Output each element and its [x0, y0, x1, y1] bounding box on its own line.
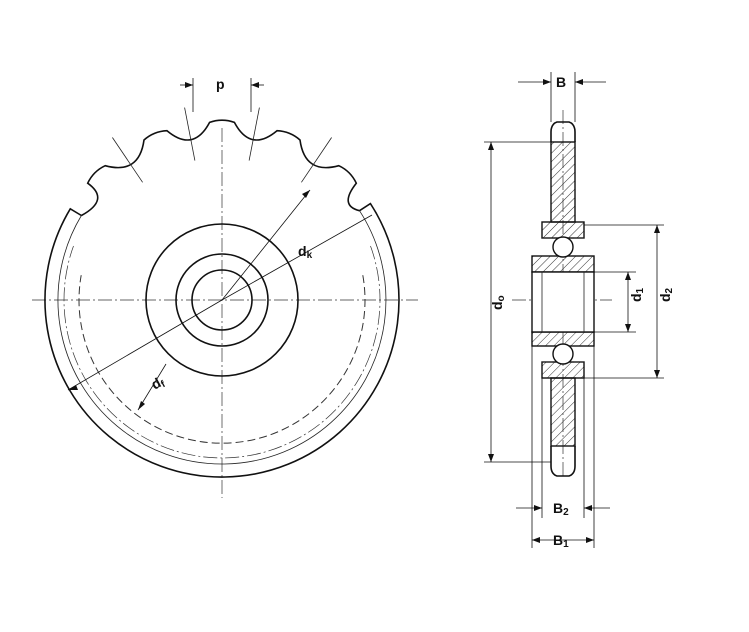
bore-outer-circle	[175, 253, 269, 347]
root-circle-dashed	[78, 275, 366, 444]
hub-outer-circle	[145, 223, 299, 377]
tooth-axis-line	[301, 137, 332, 183]
d0-label: do	[489, 295, 507, 310]
p-label: p	[216, 76, 225, 92]
B2-label: B2	[553, 500, 569, 518]
upper-tooth-tip	[550, 121, 576, 142]
bore-inner-circle	[191, 269, 253, 331]
dk-dimension: dk	[221, 189, 373, 301]
bearing-ball-lower	[552, 343, 574, 365]
df-dimension: df	[67, 299, 223, 411]
root-diameter-arc	[57, 210, 387, 465]
bearing-bore	[531, 271, 595, 333]
sprocket-outer-rim	[44, 202, 400, 478]
df-label: df	[148, 373, 168, 395]
pitch-circle	[63, 245, 381, 459]
tooth-axis-line	[112, 137, 143, 183]
bearing-ball-upper	[552, 236, 574, 258]
B-dimension: B	[518, 72, 606, 122]
upper-plate-section	[550, 141, 576, 223]
B2-dimension: B2	[516, 378, 610, 518]
d1-label: d1	[628, 287, 646, 302]
sprocket-section-view: B do d1 d2	[484, 72, 675, 550]
tooth-axis-line	[184, 107, 196, 161]
d1-dimension: d1	[594, 271, 646, 333]
B-label: B	[556, 74, 566, 90]
pitch-dimension: p	[180, 76, 264, 112]
sprocket-front-view: p dk df	[32, 76, 418, 498]
d0-dimension: do	[484, 141, 551, 463]
bearing-inner-ring-upper	[531, 255, 595, 273]
tooth-axis-lines	[112, 107, 332, 183]
bearing-outer-ring-upper	[541, 221, 585, 239]
dk-label: dk	[298, 243, 313, 261]
tooth-axis-line	[248, 107, 260, 161]
B1-label: B1	[553, 532, 569, 550]
d2-label: d2	[657, 287, 675, 302]
lower-tooth-tip	[550, 446, 576, 477]
B1-dimension: B1	[531, 346, 595, 550]
d2-dimension: d2	[584, 224, 675, 379]
sprocket-teeth	[81, 119, 360, 217]
lower-plate-section	[550, 377, 576, 447]
